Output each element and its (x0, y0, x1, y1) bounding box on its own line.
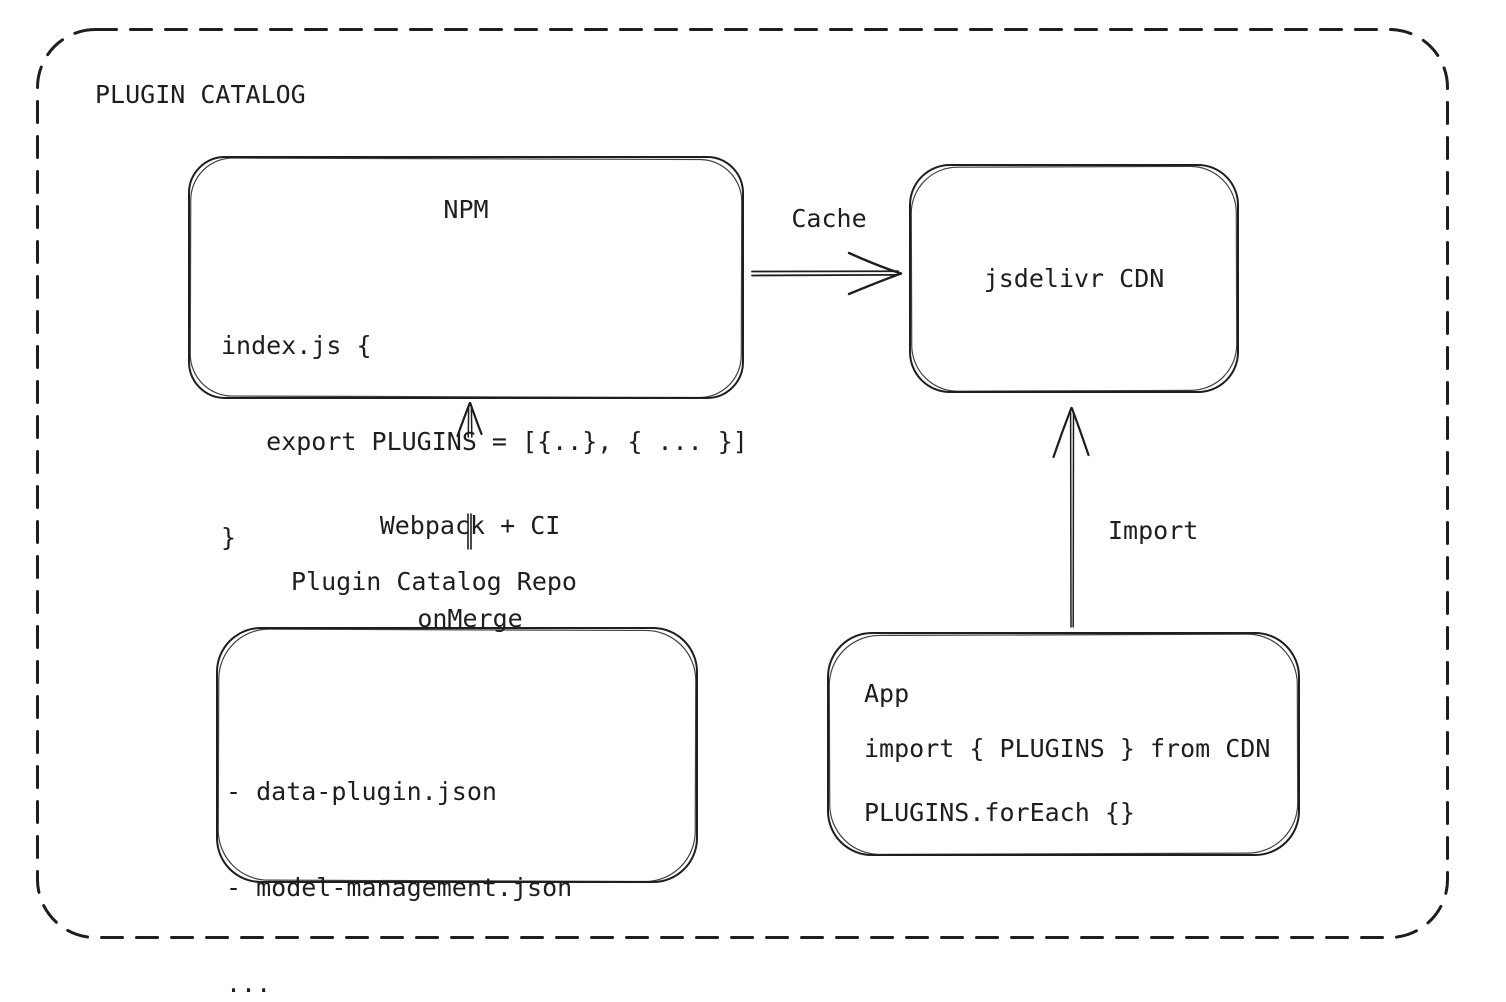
repo-file-item: - data-plugin.json (226, 777, 497, 806)
npm-box-outline (189, 157, 743, 398)
app-code-line-2: PLUGINS.forEach {} (864, 798, 1135, 827)
repo-file-ellipsis: ... (226, 969, 272, 998)
build-arrow-label-line-2: onMerge (417, 604, 523, 633)
app-code-line-1: import { PLUGINS } from CDN (864, 734, 1271, 763)
import-arrow-label: Import (1108, 516, 1199, 545)
npm-code-block: index.js { export PLUGINS = [{..}, { ...… (221, 266, 748, 618)
cache-arrow-label: Cache (791, 204, 867, 233)
cdn-box-label: jsdelivr CDN (983, 263, 1165, 293)
build-arrow (458, 403, 482, 549)
npm-box-title: NPM (443, 195, 489, 224)
repo-box-outline (217, 628, 697, 882)
app-box-title: App (864, 679, 910, 708)
repo-file-item: - model-management.json (226, 873, 573, 902)
cdn-box-outline (910, 165, 1238, 392)
cache-arrow (752, 253, 901, 294)
build-arrow-label: Webpack + CI onMerge (320, 448, 620, 696)
build-arrow-label-line-1: Webpack + CI (379, 511, 561, 540)
npm-code-line-3: } (221, 523, 237, 552)
repo-file-list: - data-plugin.json - model-management.js… (226, 712, 572, 1002)
repo-label: Plugin Catalog Repo (291, 567, 577, 596)
diagram-title: PLUGIN CATALOG (95, 80, 306, 109)
npm-code-line-1: index.js { (221, 331, 372, 360)
catalog-frame-border (38, 30, 1448, 938)
import-arrow (1054, 408, 1089, 627)
app-box-outline (828, 633, 1299, 855)
npm-code-line-2: export PLUGINS = [{..}, { ... }] (221, 427, 748, 456)
